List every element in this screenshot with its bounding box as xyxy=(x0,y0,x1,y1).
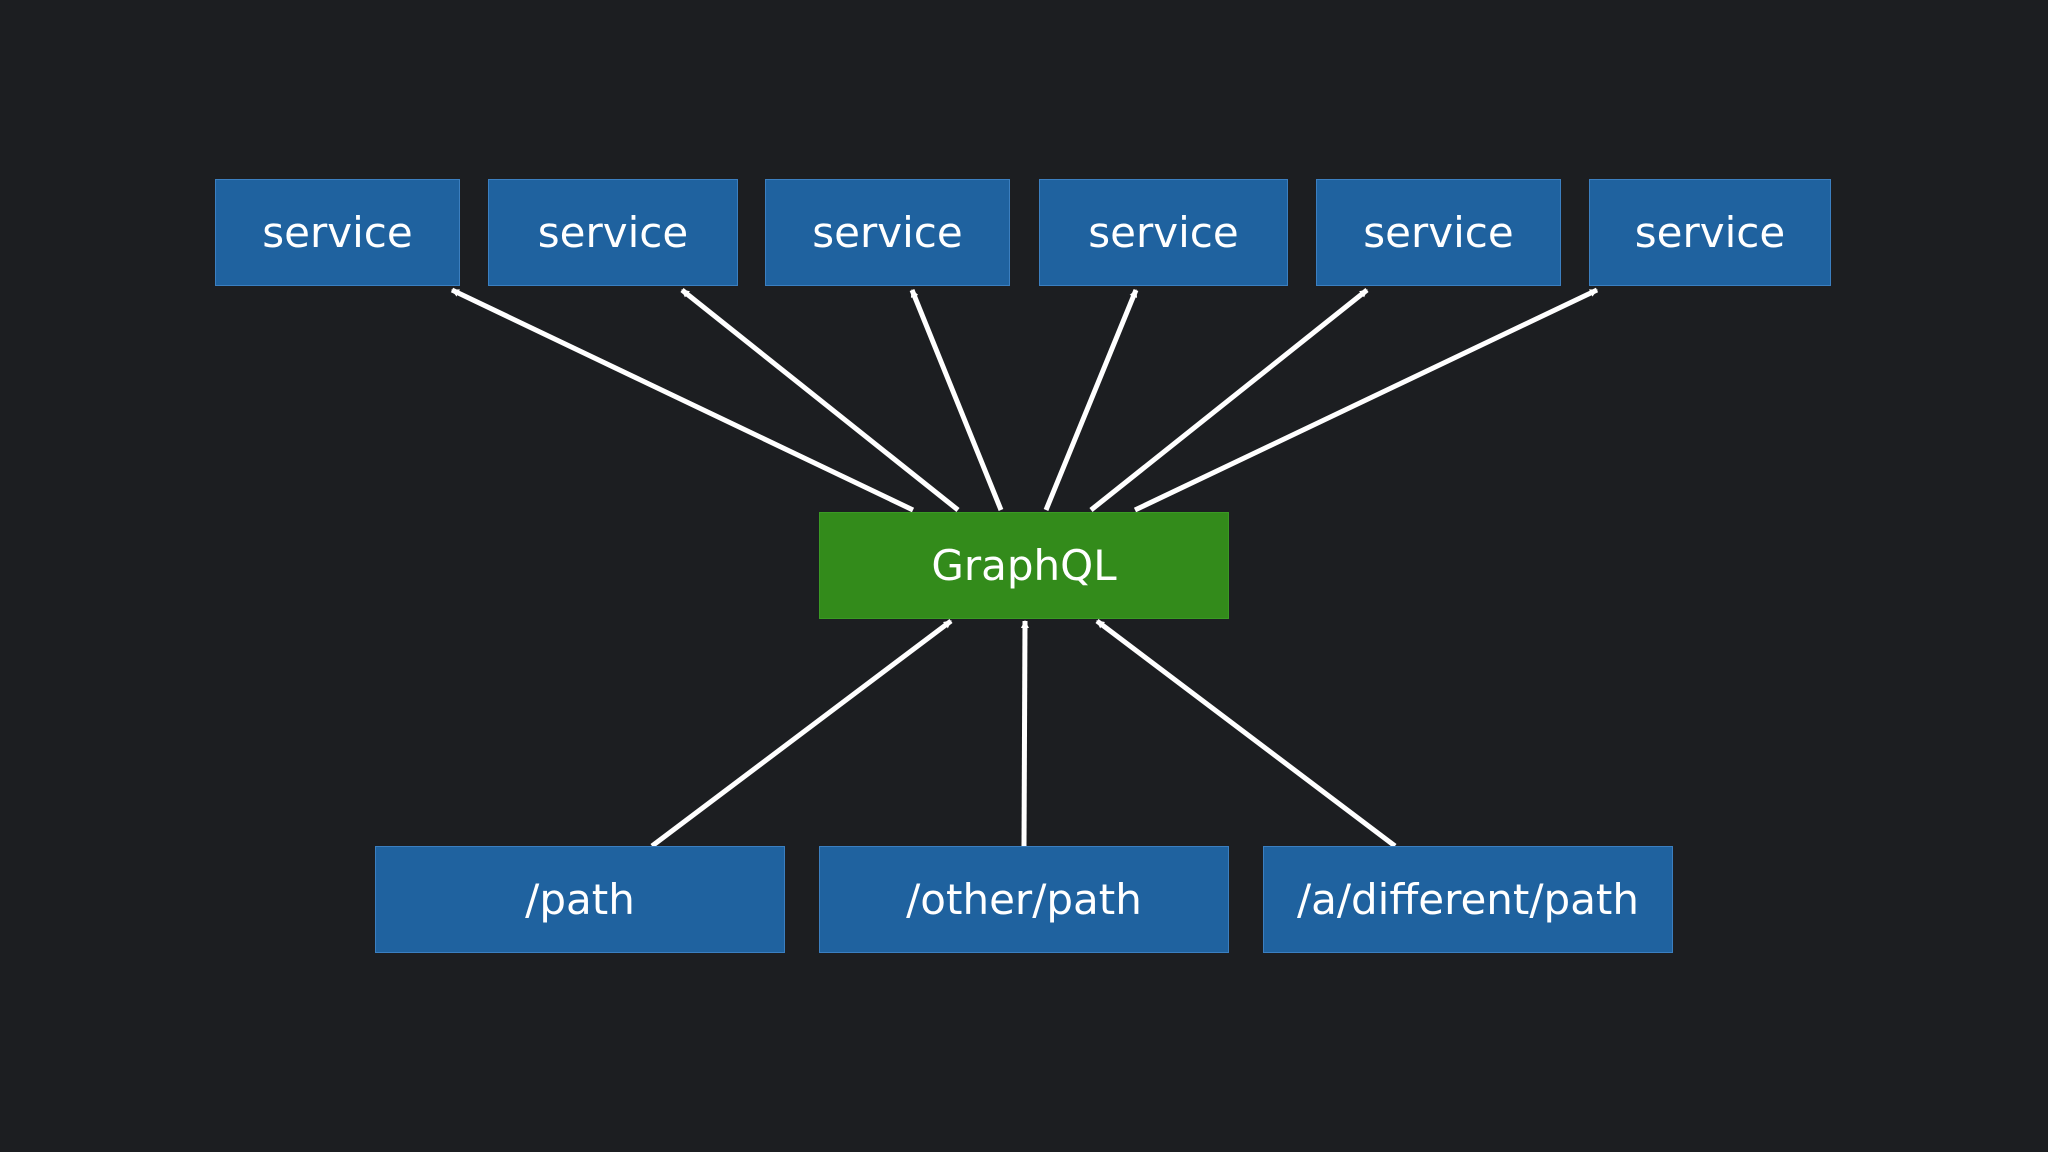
service-label: service xyxy=(262,208,413,257)
path-box: /other/path xyxy=(819,846,1229,953)
arrow-path-to-hub xyxy=(650,619,953,848)
service-box: service xyxy=(215,179,460,286)
arrow-path-to-hub xyxy=(1020,620,1029,847)
service-box: service xyxy=(488,179,738,286)
arrow-hub-to-service xyxy=(1043,289,1139,511)
arrow-hub-to-service xyxy=(909,289,1004,511)
path-box: /a/different/path xyxy=(1263,846,1673,953)
service-label: service xyxy=(537,208,689,257)
arrow-hub-to-service xyxy=(450,287,915,513)
service-label: service xyxy=(812,208,963,257)
arrow-path-to-hub xyxy=(1095,619,1397,848)
path-label: /other/path xyxy=(906,875,1142,924)
arrow-hub-to-service xyxy=(1089,288,1369,512)
arrow-hub-to-service xyxy=(1133,287,1599,513)
service-label: service xyxy=(1088,208,1239,257)
graphql-label: GraphQL xyxy=(931,541,1117,590)
path-label: /a/different/path xyxy=(1296,875,1640,924)
service-box: service xyxy=(1589,179,1831,286)
path-label: /path xyxy=(525,875,635,924)
graphql-box: GraphQL xyxy=(819,512,1229,619)
service-label: service xyxy=(1634,208,1786,257)
service-box: service xyxy=(1316,179,1561,286)
arrow-hub-to-service xyxy=(680,288,960,512)
path-box: /path xyxy=(375,846,785,953)
service-label: service xyxy=(1363,208,1514,257)
service-box: service xyxy=(1039,179,1288,286)
service-box: service xyxy=(765,179,1010,286)
